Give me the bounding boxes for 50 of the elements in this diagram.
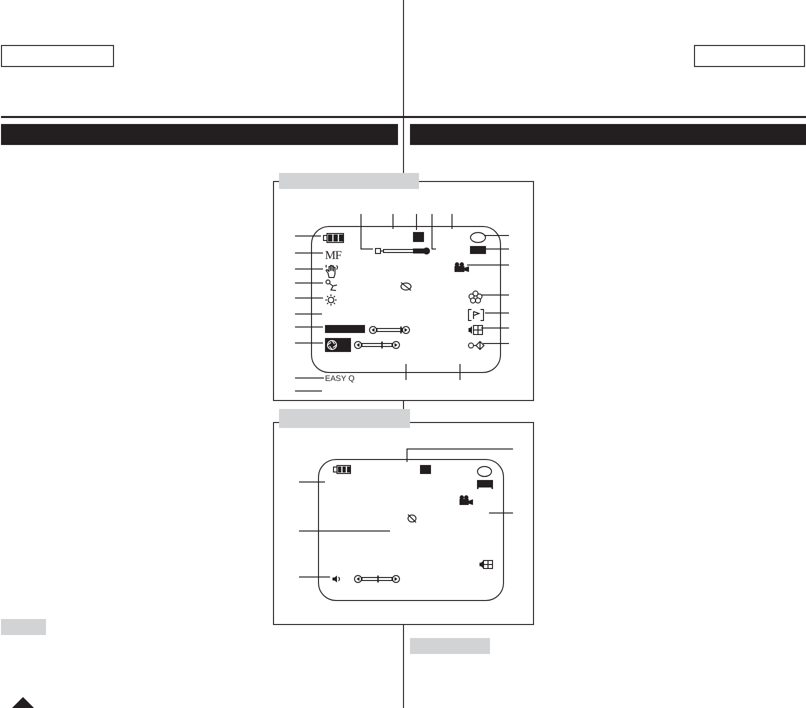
leader-line [466,264,510,266]
display-panel-frame [273,422,534,625]
indicator-bar [325,325,365,333]
leader-line [294,282,324,284]
leader-line [416,214,417,230]
note-tag-bar [1,619,46,635]
leader-line [488,512,514,514]
sun-icon [325,293,337,307]
plug-icon [468,341,485,350]
bracket-flag-icon [468,309,487,321]
leader-line [294,252,324,254]
speaker-icon [332,575,341,583]
leader-line [294,342,324,344]
leader-line [406,448,514,462]
heading-bar [279,173,419,189]
mode-label: EASY Q [325,375,355,383]
viewfinder-screen [318,459,504,601]
ring-indicator-icon [470,232,486,243]
camera-icon [454,262,469,272]
leader-line [480,294,510,296]
note-tag-bar [410,638,490,654]
viewfinder-screen [311,226,501,373]
square-indicator-icon [413,232,424,242]
focus-mode-text: MF [325,248,342,262]
leader-line [432,214,436,250]
cassette-icon [470,246,486,256]
display-panel-frame [273,181,534,401]
leader-line [484,235,510,236]
header-tab [694,45,805,67]
heading-bar [279,409,410,428]
speaker-grid-icon [468,325,483,335]
shutter-icon [325,338,351,352]
title-bar [1,124,398,145]
leader-line [484,248,510,250]
header-tab [1,45,114,67]
zoom-bar-icon [375,247,430,255]
title-bar [410,124,806,145]
leader-line [294,390,322,392]
leader-line [484,312,510,314]
leader-line [294,268,324,270]
leader-line [360,214,374,250]
leader-line [298,530,390,532]
flower-icon [468,290,483,304]
leader-line [298,576,330,578]
battery-icon [323,233,344,243]
leader-line [294,326,324,328]
leader-line [392,214,394,230]
leader-line [482,343,510,344]
figure-icon [325,279,338,291]
hand-icon [325,264,339,278]
